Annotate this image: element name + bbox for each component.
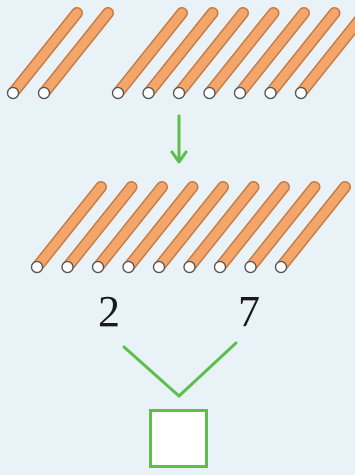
stick-end — [30, 260, 44, 274]
counting-stick — [61, 181, 138, 274]
top-left-stick-group — [6, 7, 114, 100]
stick-body — [124, 182, 197, 272]
stick-body — [235, 8, 309, 98]
stick-body — [185, 182, 258, 272]
counting-stick — [172, 7, 249, 100]
counting-stick — [183, 181, 260, 274]
stick-body — [8, 8, 82, 98]
stick-body — [276, 182, 350, 272]
stick-end — [203, 86, 216, 100]
stick-body — [113, 8, 187, 98]
stick-body — [266, 8, 339, 98]
counting-stick — [274, 181, 351, 274]
counting-stick — [30, 181, 107, 274]
stick-body — [32, 182, 106, 272]
stick-end — [264, 86, 277, 100]
stick-end — [91, 260, 105, 274]
left-branch-line — [122, 345, 181, 398]
counting-stick — [142, 7, 219, 100]
stick-end — [6, 86, 20, 100]
right-branch-line — [177, 341, 238, 398]
down-arrow-head — [170, 150, 188, 164]
counting-stick — [37, 7, 114, 100]
stick-body — [63, 182, 136, 272]
counting-stick — [111, 7, 188, 100]
counting-stick — [213, 181, 290, 274]
stick-body — [39, 8, 113, 98]
stick-body — [93, 182, 167, 272]
stick-end — [213, 260, 227, 274]
stick-end — [37, 86, 51, 100]
stick-end — [142, 86, 155, 100]
stick-body — [144, 8, 217, 98]
counting-stick — [152, 181, 229, 274]
stick-end — [122, 260, 135, 274]
counting-stick — [91, 181, 168, 274]
counting-stick — [122, 181, 199, 274]
stick-body — [154, 182, 228, 272]
left-number: 2 — [98, 287, 120, 336]
stick-end — [61, 260, 74, 274]
stick-end — [294, 86, 308, 100]
top-right-stick-group — [111, 7, 355, 100]
down-arrow-icon — [170, 114, 188, 164]
stick-end — [183, 260, 196, 274]
stick-end — [111, 86, 125, 100]
bottom-stick-group — [30, 181, 351, 274]
counting-stick — [244, 181, 321, 274]
answer-box[interactable] — [149, 409, 208, 468]
counting-stick — [233, 7, 310, 100]
stick-body — [296, 18, 355, 98]
decomposition-lines — [122, 341, 238, 398]
counting-stick — [264, 7, 341, 100]
stick-body — [246, 182, 319, 272]
counting-stick — [203, 7, 280, 100]
stick-body — [205, 8, 278, 98]
stick-body — [174, 8, 248, 98]
stick-body — [215, 182, 289, 272]
stick-end — [244, 260, 257, 274]
stick-end — [152, 260, 166, 274]
counting-stick — [6, 7, 83, 100]
stick-end — [233, 86, 247, 100]
counting-stick — [294, 15, 355, 100]
stick-end — [172, 86, 186, 100]
right-number: 7 — [238, 287, 260, 336]
stick-end — [274, 260, 288, 274]
